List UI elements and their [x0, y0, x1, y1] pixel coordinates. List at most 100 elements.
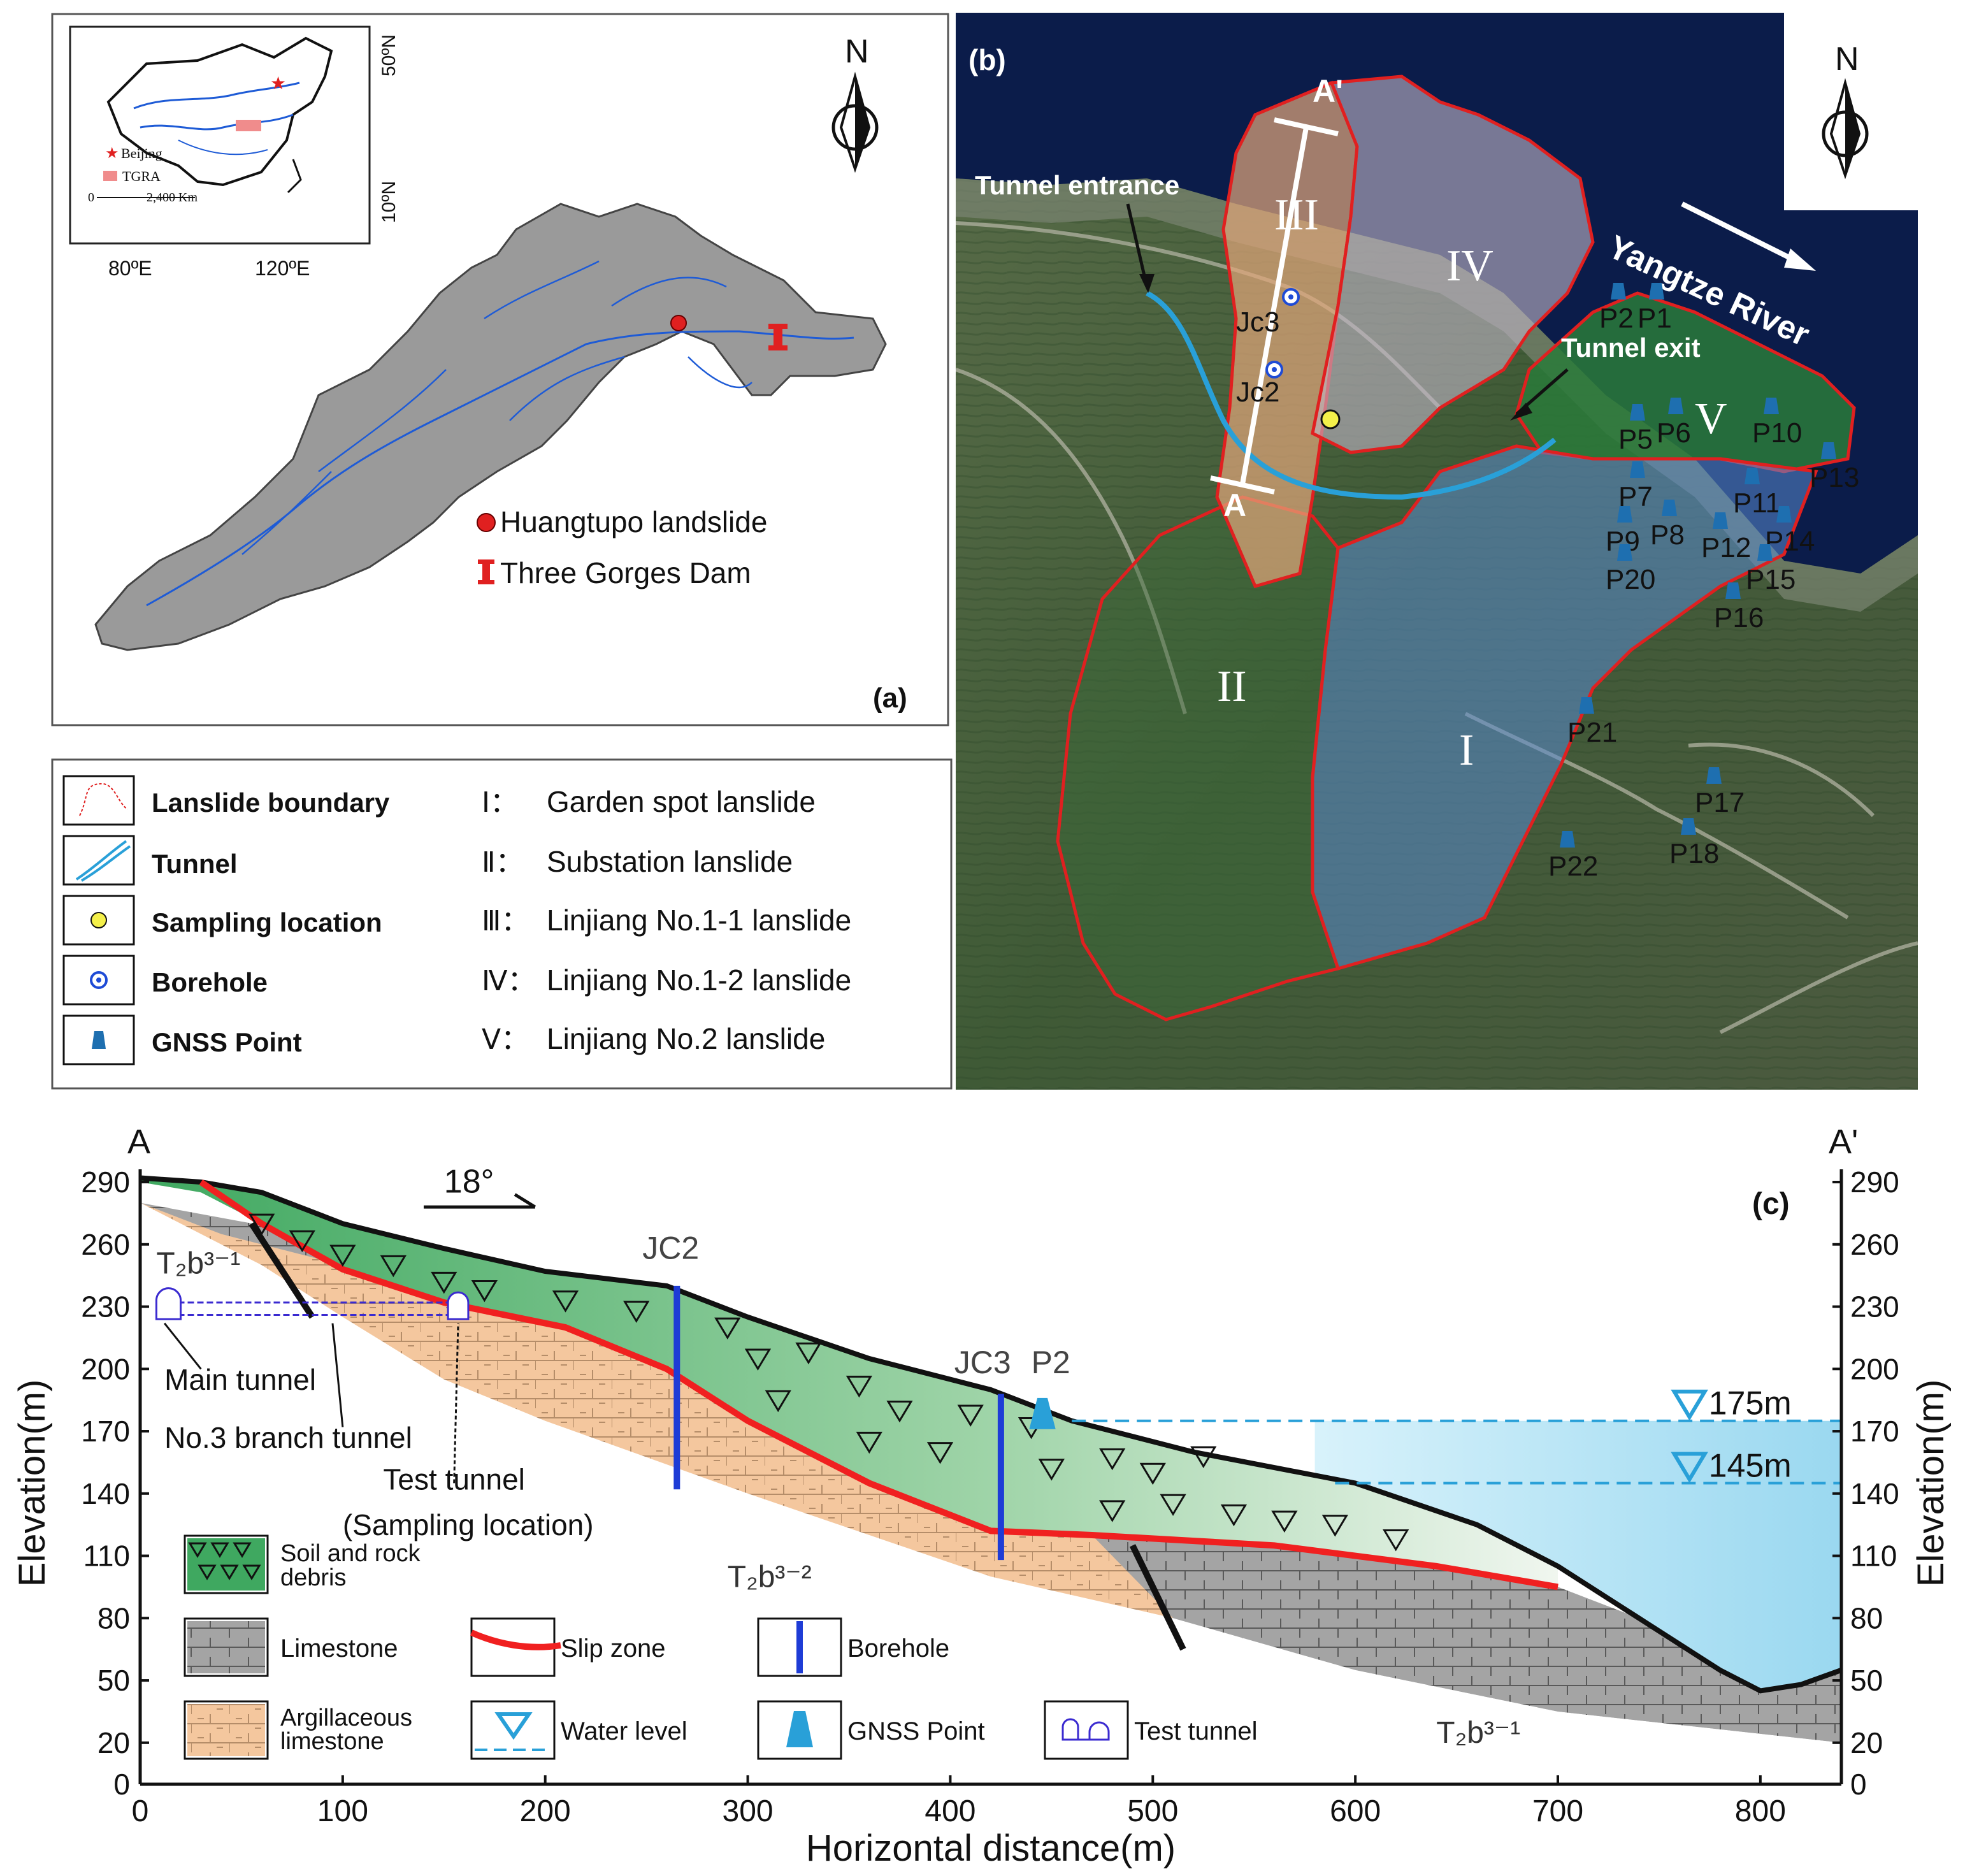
legend-zone-code-5: Ⅴ：: [482, 1024, 529, 1055]
gnss-point-label: P8: [1650, 519, 1685, 551]
y-tick-label: 200: [81, 1352, 130, 1385]
y-tick-label: 0: [113, 1768, 130, 1801]
y-tick-label-right: 110: [1850, 1540, 1897, 1573]
gnss-point-icon: [1662, 500, 1677, 516]
ground-surface: [140, 1175, 1843, 1694]
debris-symbol: [795, 1342, 822, 1365]
water-level-icon: [1671, 1452, 1708, 1483]
x-axis-title: Horizontal distance(m): [806, 1828, 1176, 1869]
y-tick-label-right: 230: [1850, 1290, 1899, 1324]
y-tick-label-right: 260: [1850, 1228, 1899, 1261]
y-tick-label: 20: [97, 1726, 130, 1759]
debris-symbol: [714, 1317, 741, 1340]
dip-label: 18°: [444, 1163, 494, 1200]
gnss-point-label: P1: [1637, 303, 1672, 334]
x-tick-label: 0: [132, 1794, 149, 1828]
test-tunnel-icon: [447, 1291, 470, 1320]
gnss-point-icon: [1757, 544, 1773, 561]
debris-symbol: [1099, 1448, 1126, 1471]
debris-symbol: [471, 1280, 498, 1302]
gnss-point-icon: [1630, 461, 1645, 478]
borehole-jc3-label: JC3: [954, 1345, 1011, 1380]
stratum-label: T₂b³⁻²: [728, 1560, 812, 1594]
debris-symbol: [1190, 1446, 1217, 1469]
legend-zone-code-4: Ⅳ：: [482, 965, 536, 997]
tunnel-legend-icon: [75, 840, 127, 881]
zone-iv-area: [1311, 75, 1595, 454]
tunnel-path: [1146, 291, 1557, 500]
branch-tunnel-label: No.3 branch tunnel: [164, 1421, 412, 1454]
legend-soil-text-2: debris: [280, 1564, 347, 1591]
legend-water-text: Water level: [561, 1717, 687, 1745]
inset-lat-10: 10ºN: [378, 181, 399, 223]
slip-zone: [199, 1179, 1558, 1591]
svg-text:A: A: [1223, 487, 1246, 523]
debris-symbol: [886, 1400, 913, 1423]
inset-scale-value: 2,400 Km: [147, 191, 198, 205]
gnss-point-label: P14: [1765, 526, 1815, 557]
y-tick-label: 260: [81, 1228, 130, 1261]
legend-test-tunnel-text: Test tunnel: [1134, 1717, 1257, 1745]
debris-symbol: [1099, 1500, 1126, 1522]
gnss-point-label: P17: [1695, 787, 1745, 818]
borehole-jc2-label: Jc2: [1236, 377, 1279, 408]
x-tick-label: 500: [1127, 1794, 1178, 1828]
panel-b-label: (b): [968, 43, 1006, 76]
water-level-label: 175m: [1709, 1385, 1792, 1422]
x-tick-label: 700: [1532, 1794, 1583, 1828]
debris-symbol: [329, 1245, 356, 1267]
legend-borehole: Borehole: [152, 967, 268, 997]
y-axis-title-right: Elevation(m): [1910, 1380, 1952, 1587]
gnss-point-label: P12: [1701, 532, 1751, 563]
debris-symbol: [744, 1348, 772, 1371]
y-tick-label: 230: [81, 1290, 130, 1324]
inset-scale-zero: 0: [88, 191, 94, 205]
fault-line: [1130, 1544, 1186, 1651]
inset-map: ★ ★ Beijing TGRA 0 2,400 Km 50ºN 10ºN 80…: [69, 25, 399, 280]
gnss-point-label: P20: [1606, 564, 1655, 595]
x-tick-label: 100: [317, 1794, 368, 1828]
legend-gnss-text: GNSS Point: [847, 1717, 985, 1745]
water-level-icon: [1671, 1389, 1708, 1421]
legend-borehole-text: Borehole: [847, 1634, 949, 1663]
panel-a-label: (a): [873, 682, 907, 714]
y-tick-label-right: 20: [1850, 1726, 1883, 1759]
debris-symbol: [289, 1230, 315, 1253]
gnss-point-icon: [1579, 697, 1594, 714]
point-a-label: A: [127, 1123, 150, 1161]
main-tunnel-icon: [155, 1287, 182, 1320]
panel-b-satellite-map: N A' A (b) Tunnel entrance Tunnel exit Y…: [956, 13, 1918, 1090]
gnss-point-label: P13: [1810, 462, 1859, 493]
y-tick-label-right: 0: [1850, 1768, 1867, 1801]
beijing-star-icon: ★: [270, 74, 286, 94]
gnss-point-icon: [1776, 506, 1792, 523]
panel-b-legend: Lanslide boundary Tunnel Sampling locati…: [51, 758, 953, 1090]
gnss-point-icon: [1611, 283, 1626, 299]
debris-symbol: [856, 1431, 882, 1454]
gnss-point-label: P18: [1669, 838, 1719, 869]
argillaceous-limestone-layer: [140, 1202, 1174, 1619]
gnss-point-label: P11: [1733, 487, 1781, 519]
x-tick-label: 300: [723, 1794, 774, 1828]
debris-symbol: [1139, 1462, 1166, 1485]
legend-limestone-text: Limestone: [280, 1634, 398, 1663]
y-tick-label-right: 140: [1850, 1477, 1899, 1510]
legend-boundary: Lanslide boundary: [152, 788, 390, 818]
legend-zone-name-3: Linjiang No.1-1 lanslide: [547, 904, 851, 937]
tgra-relief-map: [94, 203, 887, 651]
gnss-point-icon: [1668, 398, 1683, 414]
gnss-point-icon: [1560, 831, 1575, 848]
x-tick-label: 800: [1735, 1794, 1786, 1828]
gnss-legend-icon: [92, 1031, 106, 1049]
gnss-point-label: P15: [1746, 564, 1795, 595]
inset-lat-50: 50ºN: [378, 34, 399, 76]
debris-symbol: [1160, 1494, 1186, 1517]
stratum-label: T₂b³⁻¹: [1436, 1716, 1520, 1750]
water-level-label: 145m: [1709, 1448, 1792, 1485]
borehole-jc3-icon: [1282, 288, 1300, 306]
panel-a-legend: Huangtupo landslide Three Gorges Dam: [477, 505, 767, 589]
y-tick-label: 290: [81, 1165, 130, 1199]
gnss-point-icon: [1725, 582, 1741, 599]
